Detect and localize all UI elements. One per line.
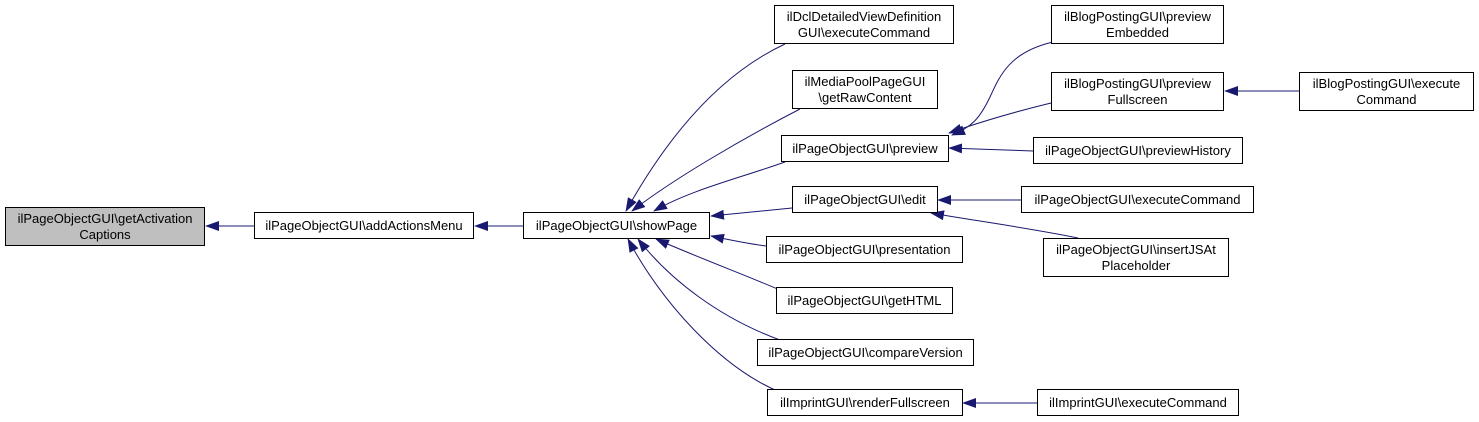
node-showPage[interactable]: ilPageObjectGUI\showPage xyxy=(523,212,710,239)
node-preview-label: ilPageObjectGUI\preview xyxy=(792,140,938,156)
node-insertJSAtPlaceholder-line2: Placeholder xyxy=(1101,257,1171,273)
node-mediaPoolGetRawContent-line1: ilMediaPoolPageGUI xyxy=(804,73,926,89)
node-edit[interactable]: ilPageObjectGUI\edit xyxy=(792,186,938,213)
node-addActionsMenu[interactable]: ilPageObjectGUI\addActionsMenu xyxy=(254,212,474,239)
node-blogPreviewEmbedded[interactable]: ilBlogPostingGUI\preview Embedded xyxy=(1051,5,1224,44)
node-blogExecuteCommand[interactable]: ilBlogPostingGUI\execute Command xyxy=(1299,72,1474,111)
node-dclExecuteCommand[interactable]: ilDclDetailedViewDefinition GUI\executeC… xyxy=(774,5,954,44)
node-mediaPoolGetRawContent-line2: \getRawContent xyxy=(818,89,912,105)
node-imprintRenderFullscreen-label: ilImprintGUI\renderFullscreen xyxy=(780,394,950,410)
node-blogPreviewEmbedded-line1: ilBlogPostingGUI\preview xyxy=(1064,8,1211,24)
node-dclExecuteCommand-line2: GUI\executeCommand xyxy=(797,24,931,40)
edge-getHTML-to-showPage xyxy=(655,238,781,291)
node-previewHistory[interactable]: ilPageObjectGUI\previewHistory xyxy=(1033,137,1243,164)
node-blogPreviewFullscreen-line2: Fullscreen xyxy=(1107,91,1168,107)
node-edit-label: ilPageObjectGUI\edit xyxy=(804,191,926,207)
node-previewHistory-label: ilPageObjectGUI\previewHistory xyxy=(1045,142,1231,158)
node-blogExecuteCommand-line2: Command xyxy=(1356,91,1417,107)
node-blogPreviewFullscreen-line1: ilBlogPostingGUI\preview xyxy=(1064,75,1211,91)
node-imprintExecuteCommand[interactable]: ilImprintGUI\executeCommand xyxy=(1037,389,1239,416)
node-imprintExecuteCommand-label: ilImprintGUI\executeCommand xyxy=(1049,394,1227,410)
node-dclExecuteCommand-line1: ilDclDetailedViewDefinition xyxy=(786,8,942,24)
node-getActivationCaptions-line2: Captions xyxy=(79,226,131,242)
node-blogExecuteCommand-line1: ilBlogPostingGUI\execute xyxy=(1312,75,1461,91)
node-imprintRenderFullscreen[interactable]: ilImprintGUI\renderFullscreen xyxy=(767,389,963,416)
node-compareVersion-label: ilPageObjectGUI\compareVersion xyxy=(768,344,963,360)
node-preview[interactable]: ilPageObjectGUI\preview xyxy=(781,135,949,162)
node-showPage-label: ilPageObjectGUI\showPage xyxy=(535,217,698,233)
edge-imprintRenderFullscreen-to-showPage xyxy=(627,238,783,394)
node-insertJSAtPlaceholder-line1: ilPageObjectGUI\insertJSAt xyxy=(1056,241,1216,257)
node-mediaPoolGetRawContent[interactable]: ilMediaPoolPageGUI \getRawContent xyxy=(792,70,938,109)
node-presentation-label: ilPageObjectGUI\presentation xyxy=(778,241,951,257)
node-getActivationCaptions: ilPageObjectGUI\getActivation Captions xyxy=(5,207,205,246)
edge-insertJSAtPlaceholder-to-edit xyxy=(930,210,1079,239)
edge-compareVersion-to-showPage xyxy=(637,238,781,341)
edge-blogPreviewFullscreen-to-preview xyxy=(948,102,1052,134)
edge-dclExecuteCommand-to-showPage xyxy=(625,43,786,212)
node-blogPreviewFullscreen[interactable]: ilBlogPostingGUI\preview Fullscreen xyxy=(1051,72,1224,111)
node-blogPreviewEmbedded-line2: Embedded xyxy=(1106,24,1169,40)
node-getActivationCaptions-line1: ilPageObjectGUI\getActivation xyxy=(17,210,193,226)
edge-blogPreviewEmbedded-to-preview xyxy=(951,41,1054,136)
node-pageExecuteCommand[interactable]: ilPageObjectGUI\executeCommand xyxy=(1021,186,1254,213)
node-getHTML-label: ilPageObjectGUI\getHTML xyxy=(787,292,942,308)
edge-mediaPoolGetRawContent-to-showPage xyxy=(631,108,801,212)
node-insertJSAtPlaceholder[interactable]: ilPageObjectGUI\insertJSAt Placeholder xyxy=(1043,238,1229,277)
node-presentation[interactable]: ilPageObjectGUI\presentation xyxy=(766,236,963,263)
edge-previewHistory-to-preview xyxy=(948,143,1034,154)
node-getHTML[interactable]: ilPageObjectGUI\getHTML xyxy=(776,287,953,314)
node-addActionsMenu-label: ilPageObjectGUI\addActionsMenu xyxy=(265,217,463,233)
edge-preview-to-showPage xyxy=(653,161,786,212)
edge-presentation-to-showPage xyxy=(710,233,767,247)
node-pageExecuteCommand-label: ilPageObjectGUI\executeCommand xyxy=(1034,191,1241,207)
edge-edit-to-showPage xyxy=(710,207,793,220)
node-compareVersion[interactable]: ilPageObjectGUI\compareVersion xyxy=(757,339,974,366)
